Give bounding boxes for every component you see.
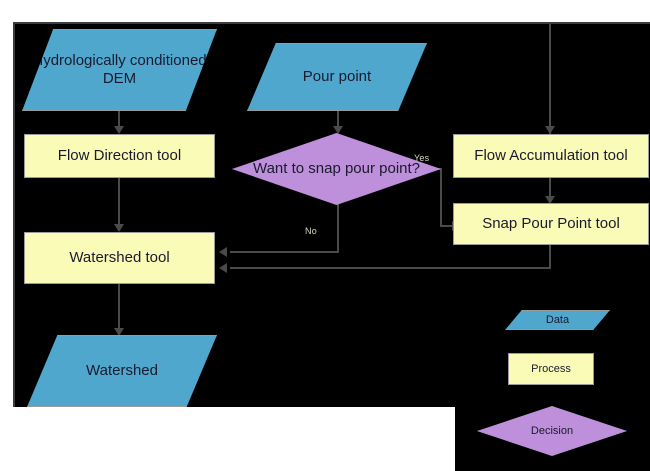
connector-dem-to-flow-direction: [118, 110, 120, 132]
connector-no-segment-horizontal: [230, 251, 339, 253]
arrowhead-flow-direction: [114, 126, 124, 134]
node-pour-point[interactable]: Pour point: [247, 43, 427, 111]
node-label: Watershed tool: [69, 248, 170, 266]
arrowhead-snap-pour-point-top: [545, 196, 555, 204]
connector-flow-accumulation-to-snap: [549, 178, 551, 200]
node-hydrologically-conditioned-dem[interactable]: Hydrologically conditioned DEM: [22, 29, 217, 111]
arrowhead-watershed-output: [114, 328, 124, 336]
arrowhead-flow-accumulation: [545, 126, 555, 134]
arrowhead-watershed-tool-top: [114, 224, 124, 232]
node-flow-accumulation-tool[interactable]: Flow Accumulation tool: [453, 134, 649, 178]
arrowhead-decision: [333, 126, 343, 134]
legend-label-decision: Decision: [530, 425, 574, 437]
node-snap-pour-point-tool[interactable]: Snap Pour Point tool: [453, 203, 649, 245]
node-label: Snap Pour Point tool: [482, 214, 620, 232]
node-label: Flow Direction tool: [57, 146, 182, 164]
node-label: Flow Accumulation tool: [474, 146, 628, 164]
node-label: Watershed: [86, 361, 158, 379]
legend-label-data: Data: [545, 314, 570, 326]
legend-label-process: Process: [531, 363, 571, 375]
connector-snap-to-watershed-horizontal: [230, 267, 551, 269]
connector-watershed-tool-to-output: [118, 284, 120, 332]
legend-item-data: Data: [505, 310, 610, 330]
arrowhead-watershed-tool-right-upper: [219, 247, 227, 257]
node-watershed-output[interactable]: Watershed: [27, 335, 217, 407]
connector-flow-direction-to-watershed-tool: [118, 178, 120, 228]
node-label: Hydrologically conditioned DEM: [32, 51, 207, 87]
branch-label-yes: Yes: [414, 153, 430, 163]
connector-pour-point-to-decision: [337, 110, 339, 132]
legend-item-process: Process: [508, 353, 594, 385]
arrowhead-watershed-tool-right-lower: [219, 263, 227, 273]
node-label: Pour point: [302, 67, 372, 85]
branch-label-no: No: [305, 226, 317, 236]
connector-top-rail-to-flow-accumulation: [549, 24, 551, 134]
connector-no-segment-vertical: [337, 203, 339, 253]
node-watershed-tool[interactable]: Watershed tool: [24, 232, 215, 284]
node-flow-direction-tool[interactable]: Flow Direction tool: [24, 134, 215, 178]
node-label: Want to snap pour point?: [252, 159, 421, 177]
connector-yes-segment-vertical: [440, 168, 442, 226]
connector-yes-segment-into-snap: [440, 225, 454, 227]
connector-snap-to-watershed-vertical: [549, 245, 551, 269]
